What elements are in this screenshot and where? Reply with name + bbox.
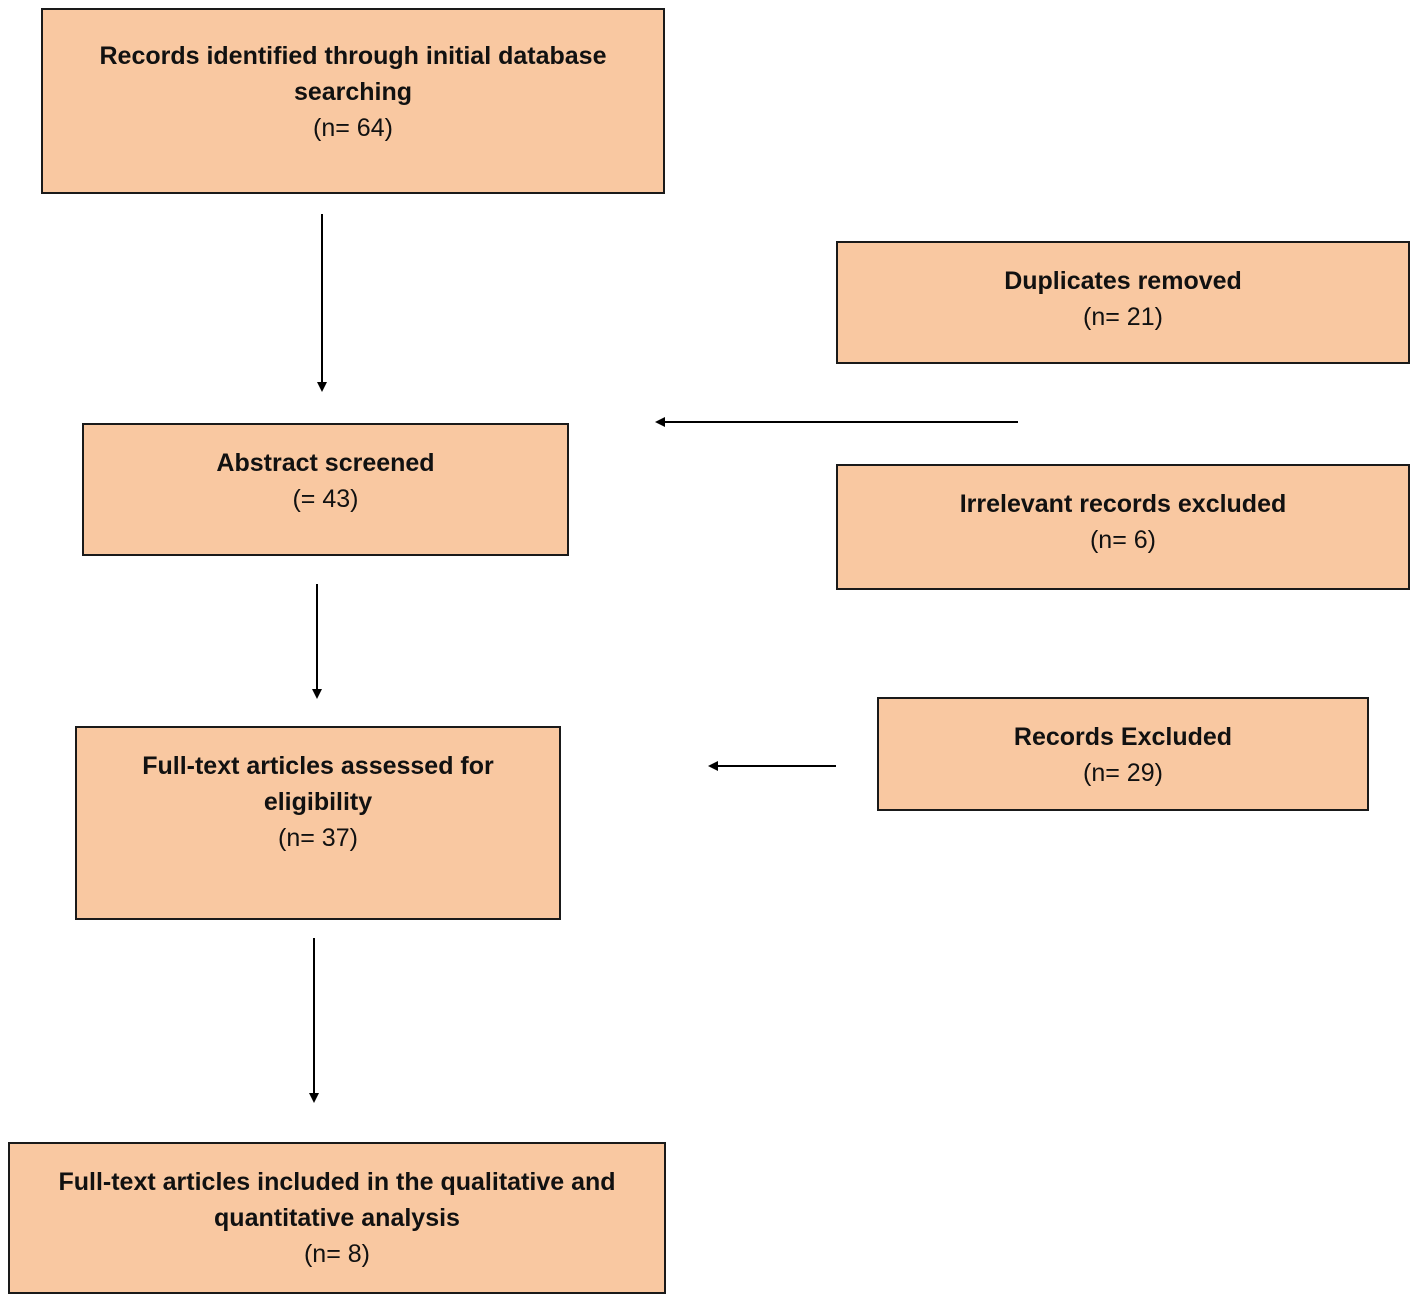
abstract-screened-count: (= 43) [292, 485, 359, 513]
irrelevant-excluded-count: (n= 6) [1089, 526, 1156, 554]
fulltext-assessed-title: Full-text articles assessed for eligibil… [142, 752, 494, 816]
duplicates-removed-title: Duplicates removed [1004, 267, 1242, 295]
records-excluded-count: (n= 29) [1083, 759, 1163, 787]
fulltext-included-box: Full-text articles included in the quali… [8, 1142, 666, 1294]
abstract-screened-box: Abstract screened (= 43) [82, 423, 569, 556]
fulltext-assessed-box: Full-text articles assessed for eligibil… [75, 726, 561, 920]
records-identified-box: Records identified through initial datab… [41, 8, 665, 194]
irrelevant-excluded-title: Irrelevant records excluded [959, 490, 1287, 518]
records-identified-count: (n= 64) [313, 114, 393, 142]
fulltext-assessed-count: (n= 37) [278, 824, 358, 852]
duplicates-removed-box: Duplicates removed (n= 21) [836, 241, 1410, 364]
records-identified-title: Records identified through initial datab… [99, 42, 607, 106]
irrelevant-excluded-box: Irrelevant records excluded (n= 6) [836, 464, 1410, 590]
records-excluded-box: Records Excluded (n= 29) [877, 697, 1369, 811]
fulltext-included-count: (n= 8) [303, 1240, 370, 1268]
records-excluded-title: Records Excluded [1013, 723, 1233, 751]
abstract-screened-title: Abstract screened [216, 449, 435, 477]
fulltext-included-title: Full-text articles included in the quali… [58, 1168, 616, 1232]
duplicates-removed-count: (n= 21) [1083, 303, 1163, 331]
